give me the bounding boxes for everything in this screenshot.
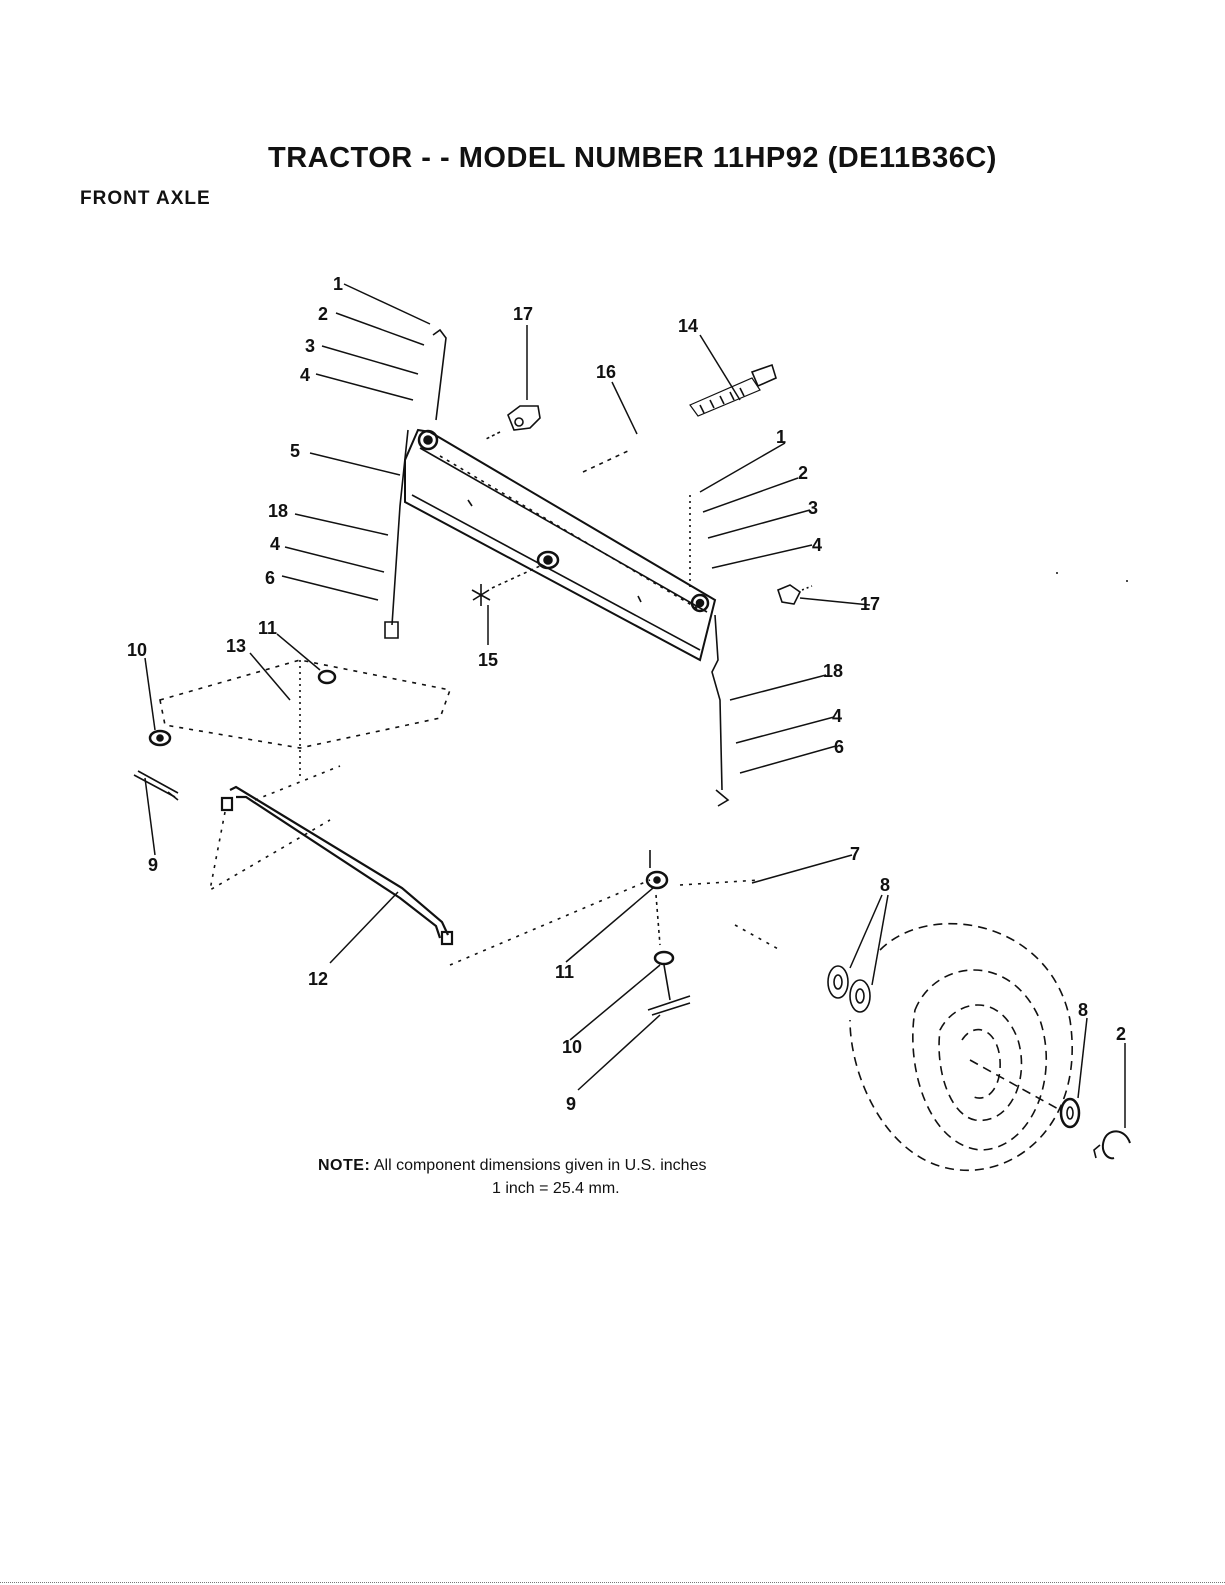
- washers-8: [828, 966, 870, 1012]
- note-conversion: 1 inch = 25.4 mm.: [492, 1180, 620, 1198]
- callout-4-right: 4: [812, 535, 822, 555]
- callout-8-right: 8: [1078, 1000, 1088, 1020]
- callout-3: 3: [305, 336, 315, 356]
- axle-beam: [405, 430, 715, 660]
- callout-5: 5: [290, 441, 300, 461]
- clip-2: [1094, 1131, 1130, 1158]
- callout-1: 1: [333, 274, 343, 294]
- callout-18-right: 18: [823, 661, 843, 681]
- callout-2-right: 2: [798, 463, 808, 483]
- callout-17-right: 17: [860, 594, 880, 614]
- left-spindle-pin: [385, 330, 446, 638]
- callout-3-right: 3: [808, 498, 818, 518]
- leader-lines: [145, 284, 1125, 1128]
- callout-14: 14: [678, 316, 698, 336]
- callout-10-right: 10: [562, 1037, 582, 1057]
- callout-17: 17: [513, 304, 533, 324]
- callout-9-right: 9: [566, 1094, 576, 1114]
- bolt-16-centerline: [583, 450, 630, 472]
- note: NOTE: All component dimensions given in …: [318, 1157, 706, 1175]
- callout-2: 2: [318, 304, 328, 324]
- callout-1-right: 1: [776, 427, 786, 447]
- callout-11-right: 11: [555, 962, 574, 982]
- note-text: All component dimensions given in U.S. i…: [374, 1157, 707, 1174]
- callout-6: 6: [265, 568, 275, 588]
- washer-10-right: [655, 952, 673, 964]
- nut-11-right: [647, 850, 667, 945]
- callout-12: 12: [308, 969, 328, 989]
- callout-18: 18: [268, 501, 288, 521]
- nut-11-left: [319, 671, 335, 683]
- grease-fitting-15: [472, 566, 540, 606]
- callout-2-right-lower: 2: [1116, 1024, 1126, 1044]
- callout-4: 4: [300, 365, 310, 385]
- right-spindle-pin: [690, 495, 728, 806]
- callout-6-right: 6: [834, 737, 844, 757]
- bolt-9-right: [648, 965, 690, 1015]
- tie-rod-12: [222, 787, 452, 944]
- front-wheel: [850, 924, 1072, 1171]
- washer-10-left: [150, 731, 170, 745]
- tie-rod-dashed-guides: [210, 766, 650, 965]
- grease-fitting-17-left: [484, 406, 540, 440]
- callout-13: 13: [226, 636, 246, 656]
- callout-4-lower: 4: [270, 534, 280, 554]
- callout-labels: 1 2 3 4 5 18 4 6 17 16 14 1 2 3 4 17 15 …: [127, 274, 1126, 1114]
- drag-link-13: [160, 660, 450, 780]
- callout-16: 16: [596, 362, 616, 382]
- note-label: NOTE:: [318, 1157, 370, 1174]
- callout-10-left: 10: [127, 640, 147, 660]
- callout-15: 15: [478, 650, 498, 670]
- callout-7: 7: [850, 844, 860, 864]
- callout-8: 8: [880, 875, 890, 895]
- washer-8-right: [1061, 1099, 1079, 1127]
- callout-4-right-lower: 4: [832, 706, 842, 726]
- bolt-14: [690, 365, 776, 416]
- callout-9-left: 9: [148, 855, 158, 875]
- bolt-9-left: [134, 771, 178, 800]
- stray-marks: [1056, 572, 1128, 582]
- callout-11-left: 11: [258, 618, 277, 638]
- grease-fitting-17-right: [778, 585, 812, 604]
